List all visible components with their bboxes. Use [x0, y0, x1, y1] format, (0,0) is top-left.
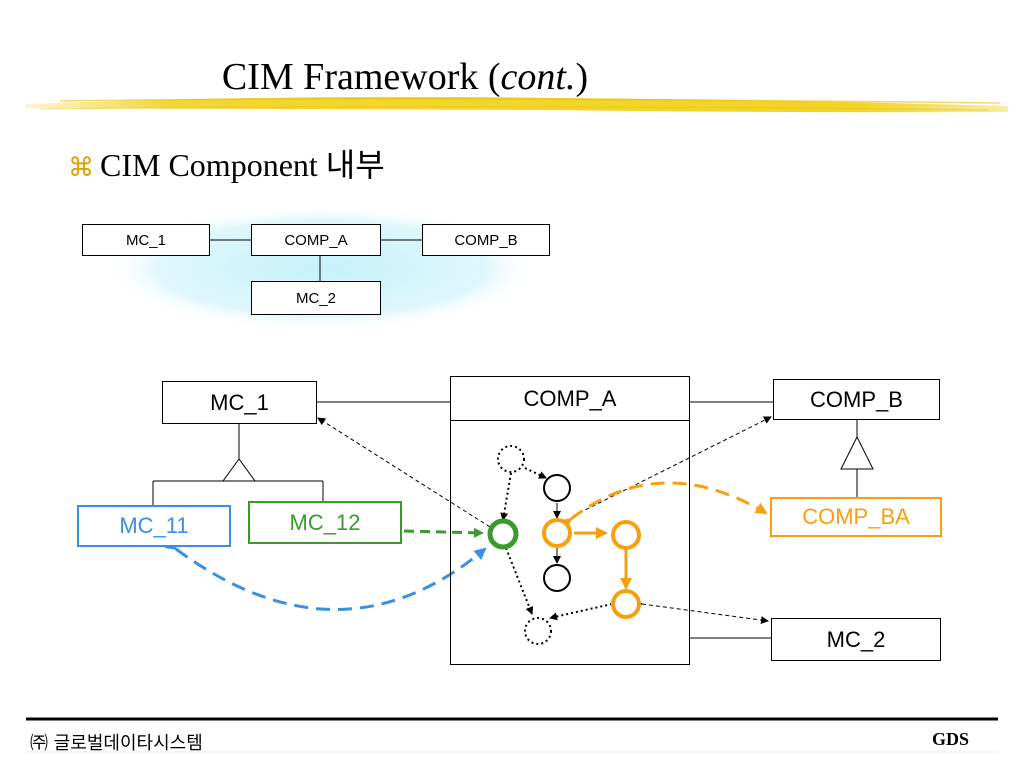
- node-top-dotted: [497, 445, 525, 473]
- green-dashed-arrow: [403, 527, 484, 538]
- small-mc1-label: MC_1: [125, 231, 166, 249]
- title-main: CIM Framework (: [221, 56, 501, 98]
- comp-ba-label: COMP_BA: [802, 504, 910, 529]
- mc12-box: MC_12: [248, 501, 402, 544]
- mc1-box: MC_1: [162, 381, 317, 424]
- mc1-label: MC_1: [210, 389, 269, 415]
- comp-b-box: COMP_B: [773, 379, 940, 420]
- title-end: ): [575, 56, 589, 98]
- comp-a-label: COMP_A: [523, 385, 617, 411]
- comp-a-container: COMP_A: [450, 376, 690, 665]
- small-comp-a-box: COMP_A: [251, 224, 381, 256]
- node-middle-black: [543, 564, 571, 592]
- orange-dashed-arc: [559, 481, 768, 530]
- mc2-label: MC_2: [826, 626, 886, 652]
- bullet-text: CIM Component 내부: [100, 147, 385, 183]
- main-connectors: [152, 401, 874, 639]
- small-comp-b-box: COMP_B: [422, 224, 550, 256]
- dotted-internal-arrows: [500, 467, 613, 621]
- node-top-black: [543, 474, 571, 502]
- blue-dashed-arc: [164, 538, 487, 611]
- black-dashed-arrows: [317, 416, 772, 625]
- comp-ba-box: COMP_BA: [770, 497, 942, 537]
- small-mc2-box: MC_2: [251, 281, 381, 315]
- node-orange-right: [611, 520, 641, 550]
- command-key-icon: ⌘: [68, 153, 94, 183]
- mc2-box: MC_2: [771, 618, 941, 661]
- mc11-label: MC_11: [119, 513, 189, 538]
- small-mc2-label: MC_2: [295, 289, 336, 307]
- comp-a-header: COMP_A: [451, 377, 689, 421]
- graph-nodes: [487, 445, 641, 645]
- orange-solid-arrows: [574, 527, 632, 590]
- small-connectors: [210, 239, 422, 281]
- bullet-line: ⌘CIM Component 내부: [68, 140, 385, 186]
- small-mc1-box: MC_1: [82, 224, 210, 256]
- node-orange-center: [542, 518, 572, 548]
- footer-brand: GDS: [932, 729, 970, 749]
- footer-company: ㈜ 글로벌데이타시스템: [30, 733, 203, 754]
- small-comp-b-label: COMP_B: [454, 231, 518, 249]
- node-green: [487, 518, 519, 550]
- title-italic: cont.: [500, 56, 576, 98]
- small-comp-a-label: COMP_A: [284, 231, 348, 249]
- node-bottom-dotted: [524, 617, 552, 645]
- mc12-label: MC_12: [289, 509, 361, 535]
- comp-b-label: COMP_B: [810, 386, 903, 412]
- mc11-box: MC_11: [77, 505, 231, 547]
- slide-title: CIM Framework (cont.): [0, 55, 810, 99]
- node-orange-bottom: [611, 589, 641, 619]
